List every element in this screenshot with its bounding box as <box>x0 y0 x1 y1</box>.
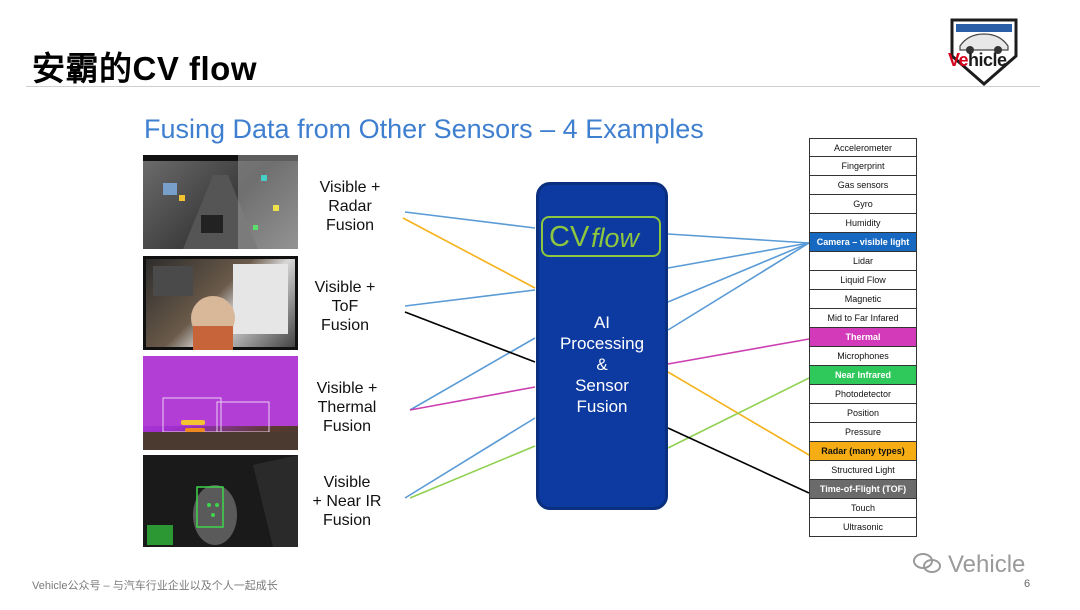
sensor-item: Thermal <box>809 328 917 347</box>
visible-line-right-2 <box>667 242 810 269</box>
sensor-item: Time-of-Flight (TOF) <box>809 480 917 499</box>
sensor-item: Touch <box>809 499 917 518</box>
sensor-item: Near Infrared <box>809 366 917 385</box>
sensor-item: Gyro <box>809 195 917 214</box>
sensor-item: Humidity <box>809 214 917 233</box>
watermark-text: Vehicle <box>948 551 1026 578</box>
processor-text: AI Processing & Sensor Fusion <box>559 313 645 416</box>
sensor-item: Microphones <box>809 347 917 366</box>
footer-text: Vehicle公众号 – 与汽车行业企业以及个人一起成长 <box>32 580 278 592</box>
sensor-item: Gas sensors <box>809 176 917 195</box>
wechat-icon <box>913 553 941 573</box>
processor-description: AI Processing & Sensor Fusion <box>536 312 668 417</box>
tof-scene-picture <box>143 256 298 350</box>
cvflow-logo-cv: CV <box>549 221 590 253</box>
visible-line-radar <box>404 211 536 229</box>
sensor-item: Ultrasonic <box>809 518 917 537</box>
visible-line-right-4 <box>667 242 810 331</box>
fusion-label-thermal: Visible + Thermal Fusion <box>292 379 402 436</box>
wechat-watermark: Vehicle <box>912 551 1025 582</box>
near-ir-scene-picture <box>147 455 298 547</box>
sensor-item: Mid to Far Infared <box>809 309 917 328</box>
sensor-item: Camera – visible light <box>809 233 917 252</box>
thermal-fusion-image <box>143 356 298 450</box>
tof-line-left <box>404 311 536 363</box>
sensor-item: Radar (many types) <box>809 442 917 461</box>
sensor-item: Structured Light <box>809 461 917 480</box>
tof-line-right <box>667 427 810 494</box>
visible-line-thermal <box>409 337 536 411</box>
sensor-item: Position <box>809 404 917 423</box>
sensor-item: Liquid Flow <box>809 271 917 290</box>
thermal-line-right <box>667 338 810 365</box>
nir-line-right <box>667 377 810 449</box>
thermal-fusion-text: Visible + Thermal Fusion <box>316 380 378 435</box>
visible-line-nir <box>404 417 536 499</box>
tof-fusion-image <box>143 256 298 350</box>
thermal-scene-picture <box>143 356 298 450</box>
sensor-item: Magnetic <box>809 290 917 309</box>
cvflow-logo: CV flow <box>541 216 661 257</box>
near-ir-fusion-image <box>143 455 298 547</box>
sensor-item: Lidar <box>809 252 917 271</box>
radar-fusion-text: Visible + Radar Fusion <box>319 179 381 234</box>
fusion-label-near-ir: Visible + Near IR Fusion <box>292 473 402 530</box>
radar-scene-picture <box>143 155 298 249</box>
near-ir-fusion-text: Visible + Near IR Fusion <box>312 474 382 529</box>
shield-icon <box>950 18 1018 86</box>
visible-line-tof <box>404 289 536 307</box>
cvflow-logo-flow: flow <box>591 223 640 253</box>
slide-subtitle: Fusing Data from Other Sensors – 4 Examp… <box>144 114 704 144</box>
page-number: 6 <box>1024 578 1031 590</box>
visible-line-right-1 <box>667 233 810 244</box>
brand-wordmark: Vehicle <box>948 50 1007 70</box>
sensor-item: Accelerometer <box>809 138 917 157</box>
tof-fusion-text: Visible + ToF Fusion <box>314 279 376 334</box>
page-title: 安霸的CV flow <box>32 50 257 87</box>
sensor-item: Fingerprint <box>809 157 917 176</box>
radar-line-left <box>402 217 536 289</box>
visible-line-right-3 <box>667 242 810 303</box>
fusion-label-radar: Visible + Radar Fusion <box>295 178 405 235</box>
radar-fusion-image <box>143 155 298 249</box>
nir-line-left <box>409 445 536 499</box>
fusion-label-tof: Visible + ToF Fusion <box>290 278 400 335</box>
vehicle-brand-logo: Vehicle <box>946 16 1022 86</box>
title-divider <box>26 86 1040 87</box>
thermal-line-left <box>409 386 536 411</box>
sensor-item: Pressure <box>809 423 917 442</box>
sensor-item: Photodetector <box>809 385 917 404</box>
